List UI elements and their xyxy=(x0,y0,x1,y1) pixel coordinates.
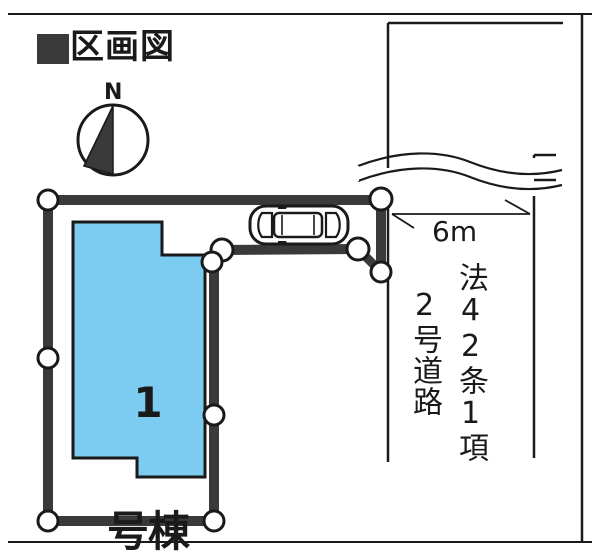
building-label-number: 1 xyxy=(133,378,163,427)
boundary-marker xyxy=(369,260,393,284)
building-footprint xyxy=(71,220,207,479)
page-frame xyxy=(8,13,592,543)
road-width-label: 6m xyxy=(432,215,478,248)
boundary-marker xyxy=(345,236,371,262)
road-note-article: 法42条1項 xyxy=(453,262,488,463)
boundary-markers xyxy=(36,186,394,533)
building-label: 1 号棟 xyxy=(88,298,208,556)
building-label-suffix: 号棟 xyxy=(106,507,190,556)
road-note-category: 2号道路 xyxy=(407,288,442,417)
boundary-marker xyxy=(202,403,226,427)
road-outline xyxy=(386,14,584,542)
car-top-view-icon xyxy=(248,204,350,246)
boundary-marker xyxy=(202,509,226,533)
compass-icon xyxy=(76,103,150,177)
road-width-dimension xyxy=(391,199,531,229)
boundary-marker xyxy=(36,346,60,370)
boundary-marker xyxy=(200,250,224,274)
title-bullet-icon xyxy=(37,34,69,64)
boundary-marker xyxy=(368,186,394,212)
break-line-icon xyxy=(357,152,563,191)
compass-north-label: N xyxy=(104,80,123,105)
boundary-marker xyxy=(36,509,60,533)
page-title: 区画図 xyxy=(70,27,175,67)
boundary-marker xyxy=(36,188,60,212)
